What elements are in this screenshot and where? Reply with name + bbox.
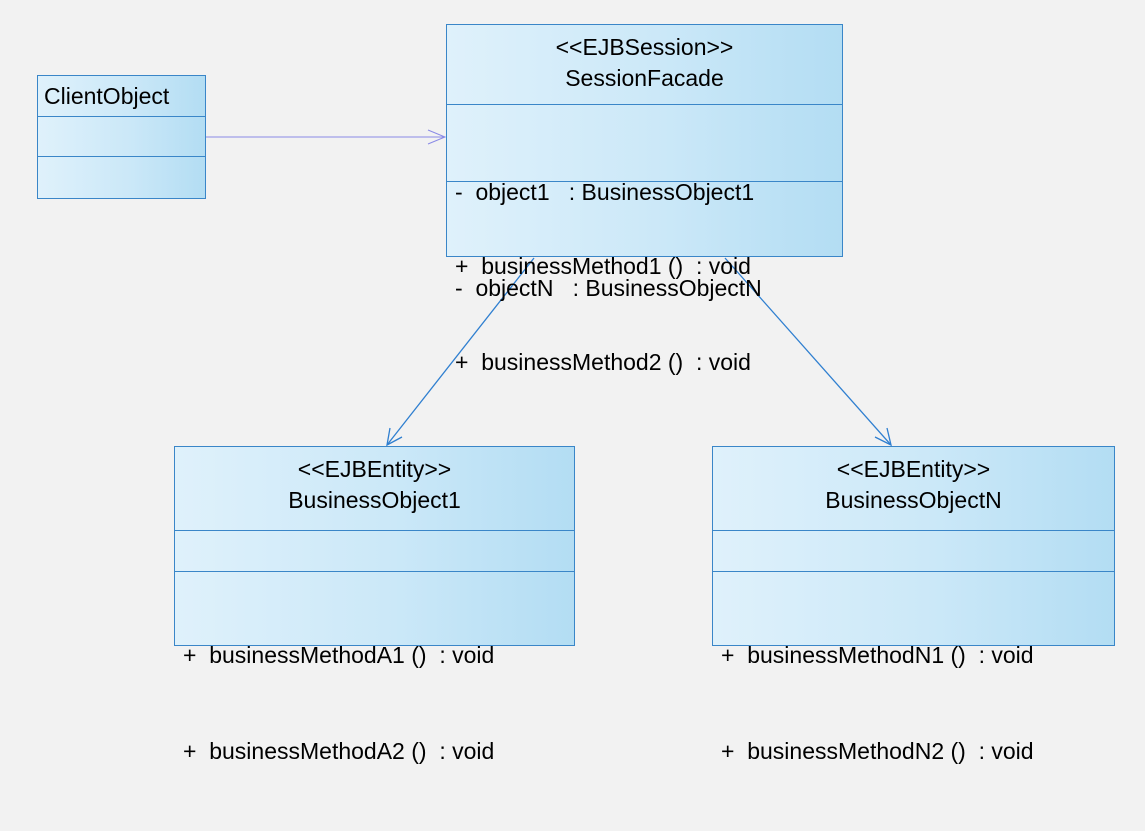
class-business-object-n-operations-compartment: + businessMethodN1 () : void + businessM… — [713, 571, 1114, 764]
class-business-object-1-attributes-compartment — [175, 530, 574, 571]
uml-class-diagram: ClientObject <<EJBSession>> SessionFacad… — [37, 24, 1115, 764]
class-business-object-n-attributes-compartment — [713, 530, 1114, 571]
class-name: BusinessObjectN — [825, 487, 1002, 513]
attribute-object1: - object1 : BusinessObject1 — [455, 179, 755, 205]
class-client-object-attributes-compartment — [38, 116, 205, 156]
class-stereotype: <<EJBSession>> — [555, 34, 734, 60]
facade-to-business-object-n-connector — [724, 257, 892, 446]
class-client-object-name-compartment: ClientObject — [38, 76, 205, 116]
class-session-facade-operations-compartment: + businessMethod1 () : void + businessMe… — [447, 181, 842, 375]
class-business-object-1[interactable]: <<EJBEntity>> BusinessObject1 + business… — [174, 446, 575, 764]
connectors-layer — [206, 129, 892, 447]
facade-to-business-object-1-connector — [386, 257, 535, 446]
class-business-object-n-name-compartment: <<EJBEntity>> BusinessObjectN — [713, 447, 1114, 530]
class-session-facade-attributes-compartment: - object1 : BusinessObject1 - objectN : … — [447, 104, 842, 301]
client-to-facade-arrowhead — [427, 129, 447, 145]
class-client-object-operations-compartment — [38, 156, 205, 198]
facade-to-business-object-n-arrowhead — [874, 427, 892, 447]
class-business-object-1-operations-compartment: + businessMethodA1 () : void + businessM… — [175, 571, 574, 764]
operation-business-method-2: + businessMethod2 () : void — [455, 349, 751, 375]
class-stereotype: <<EJBEntity>> — [836, 456, 991, 482]
class-name: ClientObject — [44, 83, 170, 109]
operation-business-method-a2: + businessMethodA2 () : void — [183, 738, 495, 764]
class-name: SessionFacade — [565, 65, 724, 91]
class-name: BusinessObject1 — [288, 487, 461, 513]
operation-business-method-n2: + businessMethodN2 () : void — [721, 738, 1034, 764]
operation-business-method-1: + businessMethod1 () : void — [455, 253, 751, 279]
class-business-object-n[interactable]: <<EJBEntity>> BusinessObjectN + business… — [712, 446, 1115, 764]
class-business-object-1-name-compartment: <<EJBEntity>> BusinessObject1 — [175, 447, 574, 530]
class-client-object[interactable]: ClientObject — [37, 75, 206, 199]
class-session-facade[interactable]: <<EJBSession>> SessionFacade - object1 :… — [446, 24, 843, 375]
attribute-objectn: - objectN : BusinessObjectN — [455, 275, 762, 301]
facade-to-business-object-1-arrowhead — [386, 427, 403, 447]
class-stereotype: <<EJBEntity>> — [297, 456, 452, 482]
operation-business-method-a1: + businessMethodA1 () : void — [183, 642, 495, 668]
operation-business-method-n1: + businessMethodN1 () : void — [721, 642, 1034, 668]
class-session-facade-name-compartment: <<EJBSession>> SessionFacade — [447, 25, 842, 104]
